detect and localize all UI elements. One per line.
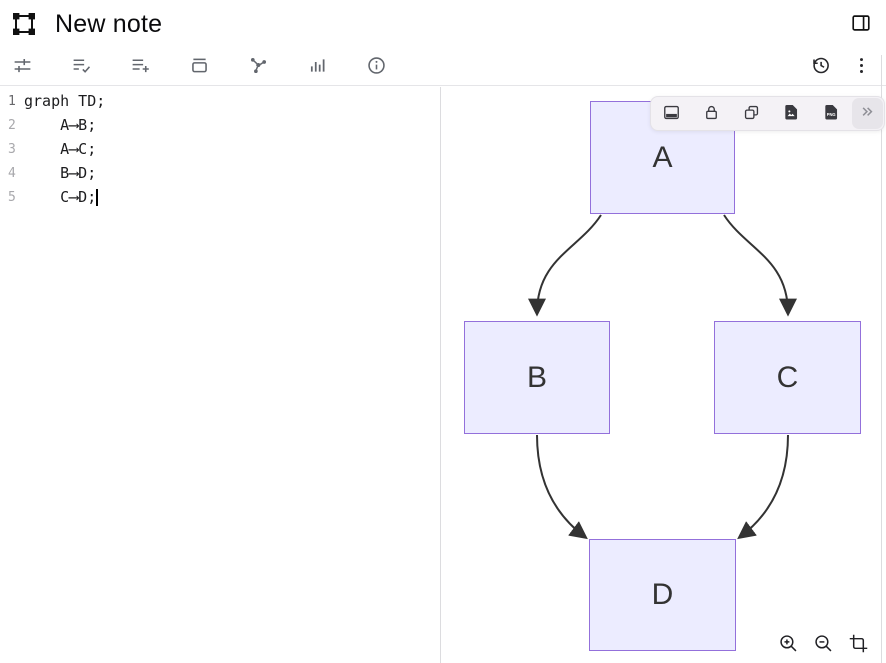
export-png-button[interactable]: PNG xyxy=(811,97,851,130)
app-header: New note xyxy=(0,0,886,48)
node-label: D xyxy=(651,578,674,611)
right-panel-edge xyxy=(881,55,882,663)
crop-button[interactable] xyxy=(848,634,869,655)
bar-chart-button[interactable] xyxy=(299,52,335,82)
preview-floating-toolbar: PNG xyxy=(650,96,885,131)
svg-text:PNG: PNG xyxy=(826,111,835,116)
info-button[interactable] xyxy=(358,52,394,82)
history-clock-icon xyxy=(810,55,831,79)
line-number: 1 xyxy=(8,93,16,109)
crop-icon xyxy=(848,633,869,657)
node-label: B xyxy=(526,360,547,394)
zoom-in-button[interactable] xyxy=(778,634,799,655)
code-text: C⟶D; xyxy=(24,188,97,206)
lock-icon xyxy=(702,103,721,125)
list-check-button[interactable] xyxy=(63,52,99,82)
tune-settings-button[interactable] xyxy=(4,52,40,82)
panel-bottom-icon xyxy=(662,103,681,125)
diagram-node-d: D xyxy=(589,539,736,651)
code-line: 1 graph TD; xyxy=(0,89,440,113)
info-icon xyxy=(366,55,387,79)
export-image-button[interactable] xyxy=(771,97,811,130)
panel-bottom-button[interactable] xyxy=(651,97,691,130)
object-group-logo-icon xyxy=(11,12,37,36)
line-number: 4 xyxy=(8,165,16,181)
zoom-out-button[interactable] xyxy=(813,634,834,655)
copy-button[interactable] xyxy=(731,97,771,130)
panel-right-icon xyxy=(850,12,872,37)
zoom-out-icon xyxy=(813,633,834,657)
diagram-edges xyxy=(528,214,797,540)
editor-toolbar xyxy=(0,48,886,86)
diagram-node-b: B xyxy=(464,321,610,434)
code-editor[interactable]: 1 graph TD; 2 A⟶B; 3 A⟶C; 4 B⟶D; 5 C⟶D; xyxy=(0,87,440,663)
line-number: 5 xyxy=(8,189,16,205)
zoom-controls xyxy=(778,634,869,655)
node-label: A xyxy=(652,140,673,174)
zoom-in-icon xyxy=(778,633,799,657)
chevrons-right-icon xyxy=(859,103,877,124)
image-file-icon xyxy=(782,103,801,125)
history-button[interactable] xyxy=(802,52,838,82)
diagram-node-c: C xyxy=(714,321,861,434)
code-line: 5 C⟶D; xyxy=(0,185,440,209)
line-number: 3 xyxy=(8,141,16,157)
panel-right-toggle-button[interactable] xyxy=(843,6,879,42)
toolbar-expand-button[interactable] xyxy=(852,98,883,129)
text-cursor xyxy=(96,188,98,206)
list-add-icon xyxy=(130,55,151,79)
png-file-icon: PNG xyxy=(822,103,841,125)
flowchart-button[interactable] xyxy=(240,52,276,82)
list-check-icon xyxy=(71,55,92,79)
line-number: 2 xyxy=(8,117,16,133)
bar-chart-icon xyxy=(307,55,328,79)
code-text: graph TD; xyxy=(24,92,106,110)
code-line: 4 B⟶D; xyxy=(0,161,440,185)
copy-icon xyxy=(742,103,761,125)
code-line: 3 A⟶C; xyxy=(0,137,440,161)
diagram-preview-canvas[interactable]: A B C D xyxy=(441,87,885,663)
archive-button[interactable] xyxy=(181,52,217,82)
code-text: A⟶C; xyxy=(24,140,97,158)
archive-icon xyxy=(189,55,210,79)
tune-icon xyxy=(12,55,33,79)
code-line: 2 A⟶B; xyxy=(0,113,440,137)
panel-resize-handle[interactable] xyxy=(440,87,441,663)
code-text: B⟶D; xyxy=(24,164,97,182)
list-add-button[interactable] xyxy=(122,52,158,82)
page-title: New note xyxy=(55,9,163,38)
flowchart-graph-icon xyxy=(248,55,269,79)
lock-button[interactable] xyxy=(691,97,731,130)
code-text: A⟶B; xyxy=(24,116,97,134)
node-label: C xyxy=(776,360,799,394)
kebab-menu-icon xyxy=(851,55,872,79)
more-menu-button[interactable] xyxy=(843,52,879,82)
